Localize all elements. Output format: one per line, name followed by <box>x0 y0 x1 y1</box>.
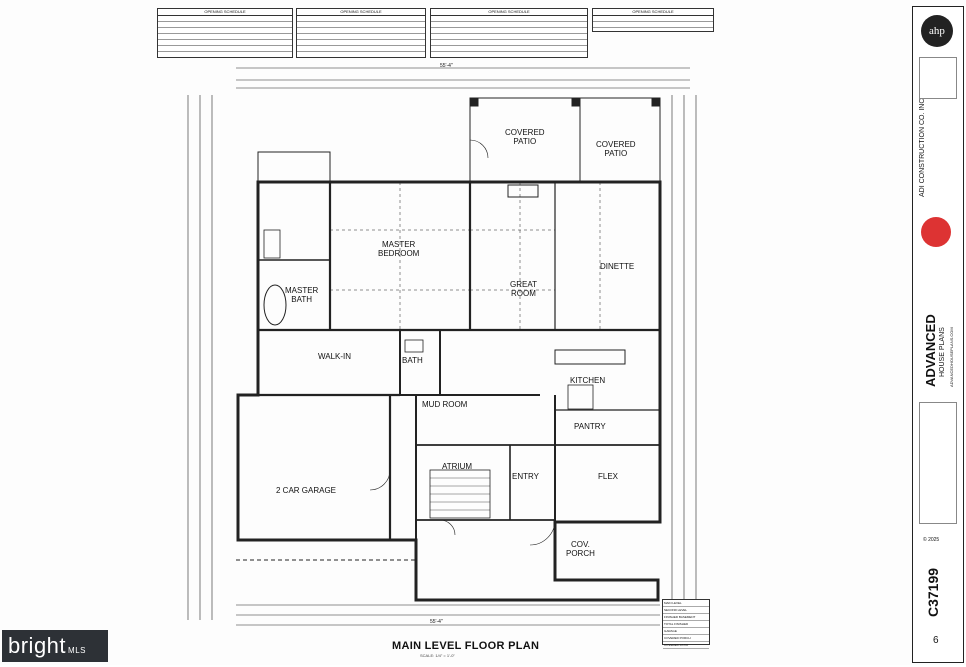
room-mud-room: MUD ROOM <box>422 400 468 409</box>
room-covered-patio-1: COVERED PATIO <box>505 128 545 146</box>
schedule-heading: OPENING SCHEDULE <box>431 9 587 16</box>
schedule-heading: OPENING SCHEDULE <box>297 9 425 16</box>
room-pantry: PANTRY <box>574 422 606 431</box>
schedule-heading: OPENING SCHEDULE <box>593 9 713 16</box>
title-block: ahp ADI CONSTRUCTION CO. INC ADVANCED HO… <box>912 6 964 663</box>
copyright-text: © 2025 <box>923 537 940 543</box>
room-atrium: ATRIUM <box>442 462 473 471</box>
area-summary-table: MAIN LEVEL SECOND LEVEL FINISHED BASEMEN… <box>662 599 710 649</box>
room-great-room: GREAT ROOM <box>510 280 537 298</box>
ahp-logo: ahp <box>921 15 953 47</box>
room-kitchen: KITCHEN <box>570 376 606 385</box>
opening-schedule-3: OPENING SCHEDULE <box>430 8 588 58</box>
sheet-number: 6 <box>933 635 939 646</box>
room-entry: ENTRY <box>512 472 539 481</box>
notes-box <box>919 402 957 524</box>
room-master-bedroom: MASTER BEDROOM <box>378 240 420 258</box>
drawing-title: MAIN LEVEL FLOOR PLAN <box>392 640 540 652</box>
room-walk-in: WALK-IN <box>318 352 352 361</box>
builder-name: ADI CONSTRUCTION CO. INC <box>919 98 926 197</box>
summary-row: SECOND LEVEL <box>663 607 709 614</box>
company-website: ADVANCEDHOUSEPLANS.COM <box>949 327 954 387</box>
room-covered-patio-2: COVERED PATIO <box>596 140 636 158</box>
room-bath: BATH <box>402 356 423 365</box>
room-dinette: DINETTE <box>600 262 635 271</box>
summary-row: FINISHED BASEMENT <box>663 614 709 621</box>
summary-row: MAIN LEVEL <box>663 600 709 607</box>
opening-schedule-2: OPENING SCHEDULE <box>296 8 426 58</box>
room-master-bath: MASTER BATH <box>285 286 319 304</box>
seal-icon <box>921 217 951 247</box>
plan-number: C37199 <box>925 567 941 617</box>
room-cov-porch: COV. PORCH <box>566 540 595 558</box>
summary-row: TOTAL FINISHED <box>663 621 709 628</box>
room-flex: FLEX <box>598 472 619 481</box>
summary-row: GARAGE <box>663 628 709 635</box>
overall-dimension-bottom: 55'-4" <box>430 619 443 625</box>
summary-row: COVERED PORCH <box>663 635 709 642</box>
opening-schedule-1: OPENING SCHEDULE <box>157 8 293 58</box>
company-subtitle: HOUSE PLANS <box>939 327 946 377</box>
overall-dimension-top: 55'-4" <box>440 63 453 69</box>
summary-row: COVERED PATIO <box>663 642 709 649</box>
company-name: ADVANCED <box>923 314 938 387</box>
schedule-heading: OPENING SCHEDULE <box>158 9 292 16</box>
opening-schedule-4: OPENING SCHEDULE <box>592 8 714 32</box>
info-box <box>919 57 957 99</box>
room-garage: 2 CAR GARAGE <box>276 486 337 495</box>
drawing-scale: SCALE: 1/4" = 1'-0" <box>420 653 455 658</box>
